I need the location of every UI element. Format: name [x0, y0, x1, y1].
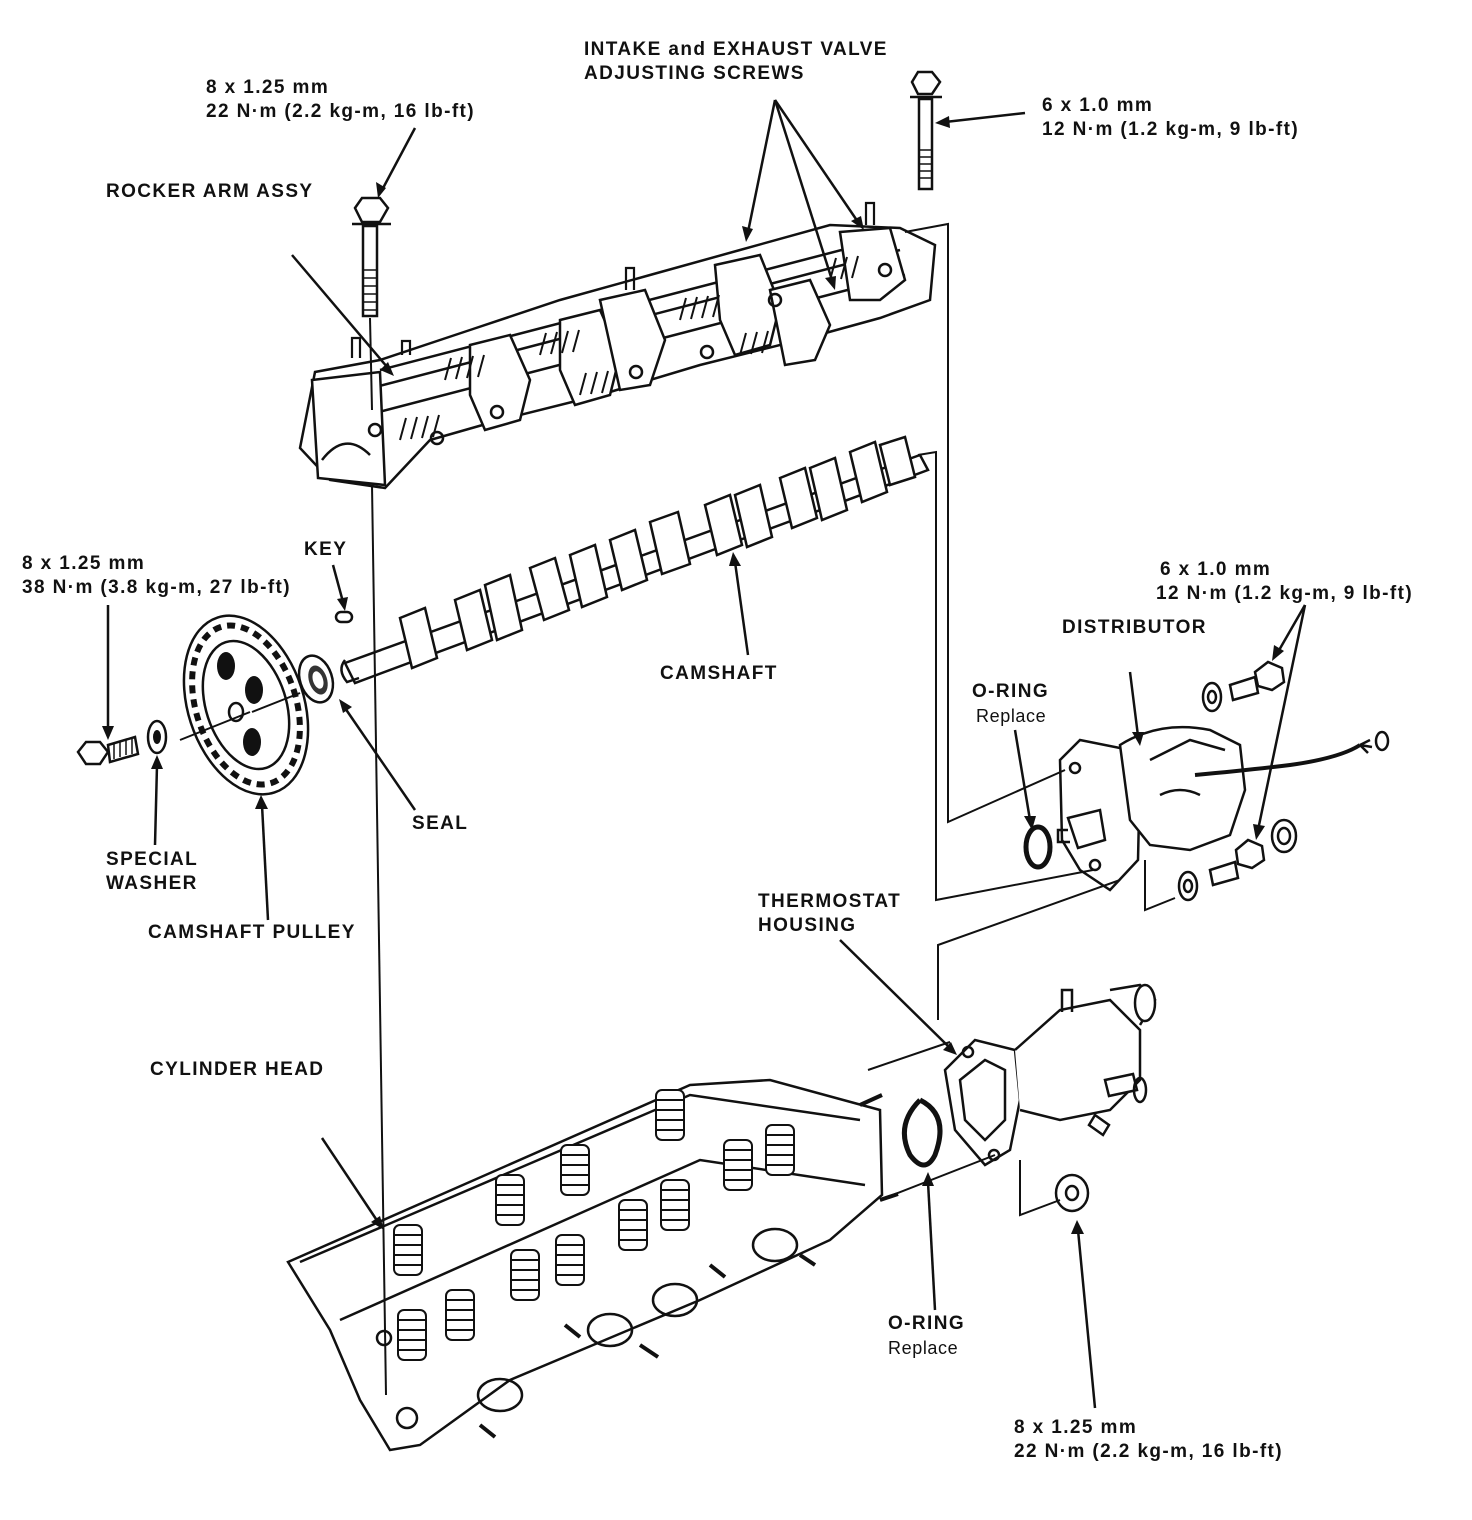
camshaft	[340, 435, 930, 685]
cylinder-head-part	[286, 1078, 899, 1452]
thermostat-oring-part	[901, 1097, 943, 1168]
key-part	[334, 610, 354, 624]
right-bolt-size: 6 x 1.0 mm	[1042, 95, 1154, 116]
cylinder-head-label: CYLINDER HEAD	[150, 1059, 325, 1080]
seal-label: SEAL	[412, 813, 469, 834]
right-bolt-spec: 6 x 1.0 mm 12 N·m (1.2 kg-m, 9 lb-ft)	[1042, 94, 1299, 142]
camshaft-pulley-label: CAMSHAFT PULLEY	[148, 922, 356, 943]
distributor-oring-part	[1023, 824, 1053, 870]
pulley-bolt-spec: 8 x 1.25 mm 38 N·m (3.8 kg-m, 27 lb-ft)	[22, 552, 291, 600]
bottom-bolt-size: 8 x 1.25 mm	[1014, 1417, 1138, 1438]
thermostat-housing-label: THERMOSTAT HOUSING	[758, 890, 901, 938]
distributor-oring-label: O-RING Replace	[972, 680, 1049, 728]
special-washer-part	[146, 719, 168, 755]
distributor-part	[1056, 725, 1390, 892]
camshaft-pulley-part	[182, 614, 310, 796]
leader-arrows	[102, 99, 1307, 1409]
key-label: KEY	[304, 539, 348, 560]
special-washer-label: SPECIAL WASHER	[106, 848, 198, 896]
thermostat-housing-line1: THERMOSTAT	[758, 891, 902, 912]
distributor-bolt-torque: 12 N·m (1.2 kg-m, 9 lb-ft)	[1156, 583, 1414, 604]
pulley-bolt-size: 8 x 1.25 mm	[22, 553, 146, 574]
alignment-lines	[179, 222, 1176, 1396]
rocker-arm-assembly	[298, 201, 937, 490]
distributor-bolts	[1177, 660, 1298, 902]
distributor-bolt-size: 6 x 1.0 mm	[1160, 559, 1272, 580]
rocker-bolt	[352, 196, 391, 318]
valve-screws-label: INTAKE and EXHAUST VALVE ADJUSTING SCREW…	[584, 38, 888, 86]
rocker-small-bolt	[910, 70, 942, 191]
top-bolt-spec: 8 x 1.25 mm 22 N·m (2.2 kg-m, 16 lb-ft)	[206, 76, 475, 124]
top-bolt-size: 8 x 1.25 mm	[206, 77, 330, 98]
valve-screws-line2: ADJUSTING SCREWS	[584, 63, 805, 84]
thermostat-oring-note: Replace	[888, 1338, 959, 1358]
right-bolt-torque: 12 N·m (1.2 kg-m, 9 lb-ft)	[1042, 119, 1300, 140]
valve-screws-line1: INTAKE and EXHAUST VALVE	[584, 39, 888, 60]
thermostat-oring-label: O-RING Replace	[888, 1312, 965, 1360]
thermostat-oring-title: O-RING	[888, 1313, 966, 1334]
thermostat-housing-line2: HOUSING	[758, 915, 857, 936]
pulley-bolt	[76, 735, 140, 766]
thermostat-bolt	[1054, 1173, 1090, 1213]
special-washer-line1: SPECIAL	[106, 849, 199, 870]
bottom-bolt-spec: 8 x 1.25 mm 22 N·m (2.2 kg-m, 16 lb-ft)	[1014, 1416, 1283, 1464]
pulley-bolt-torque: 38 N·m (3.8 kg-m, 27 lb-ft)	[22, 577, 292, 598]
distributor-oring-title: O-RING	[972, 681, 1050, 702]
thermostat-housing-part	[943, 983, 1157, 1167]
bottom-bolt-torque: 22 N·m (2.2 kg-m, 16 lb-ft)	[1014, 1441, 1284, 1462]
rocker-arm-label: ROCKER ARM ASSY	[106, 181, 314, 202]
distributor-label: DISTRIBUTOR	[1062, 617, 1207, 638]
special-washer-line2: WASHER	[106, 873, 198, 894]
distributor-oring-note: Replace	[976, 706, 1047, 726]
top-bolt-torque: 22 N·m (2.2 kg-m, 16 lb-ft)	[206, 101, 476, 122]
distributor-bolt-spec: 6 x 1.0 mm 12 N·m (1.2 kg-m, 9 lb-ft)	[1156, 558, 1413, 606]
camshaft-label: CAMSHAFT	[660, 663, 778, 684]
